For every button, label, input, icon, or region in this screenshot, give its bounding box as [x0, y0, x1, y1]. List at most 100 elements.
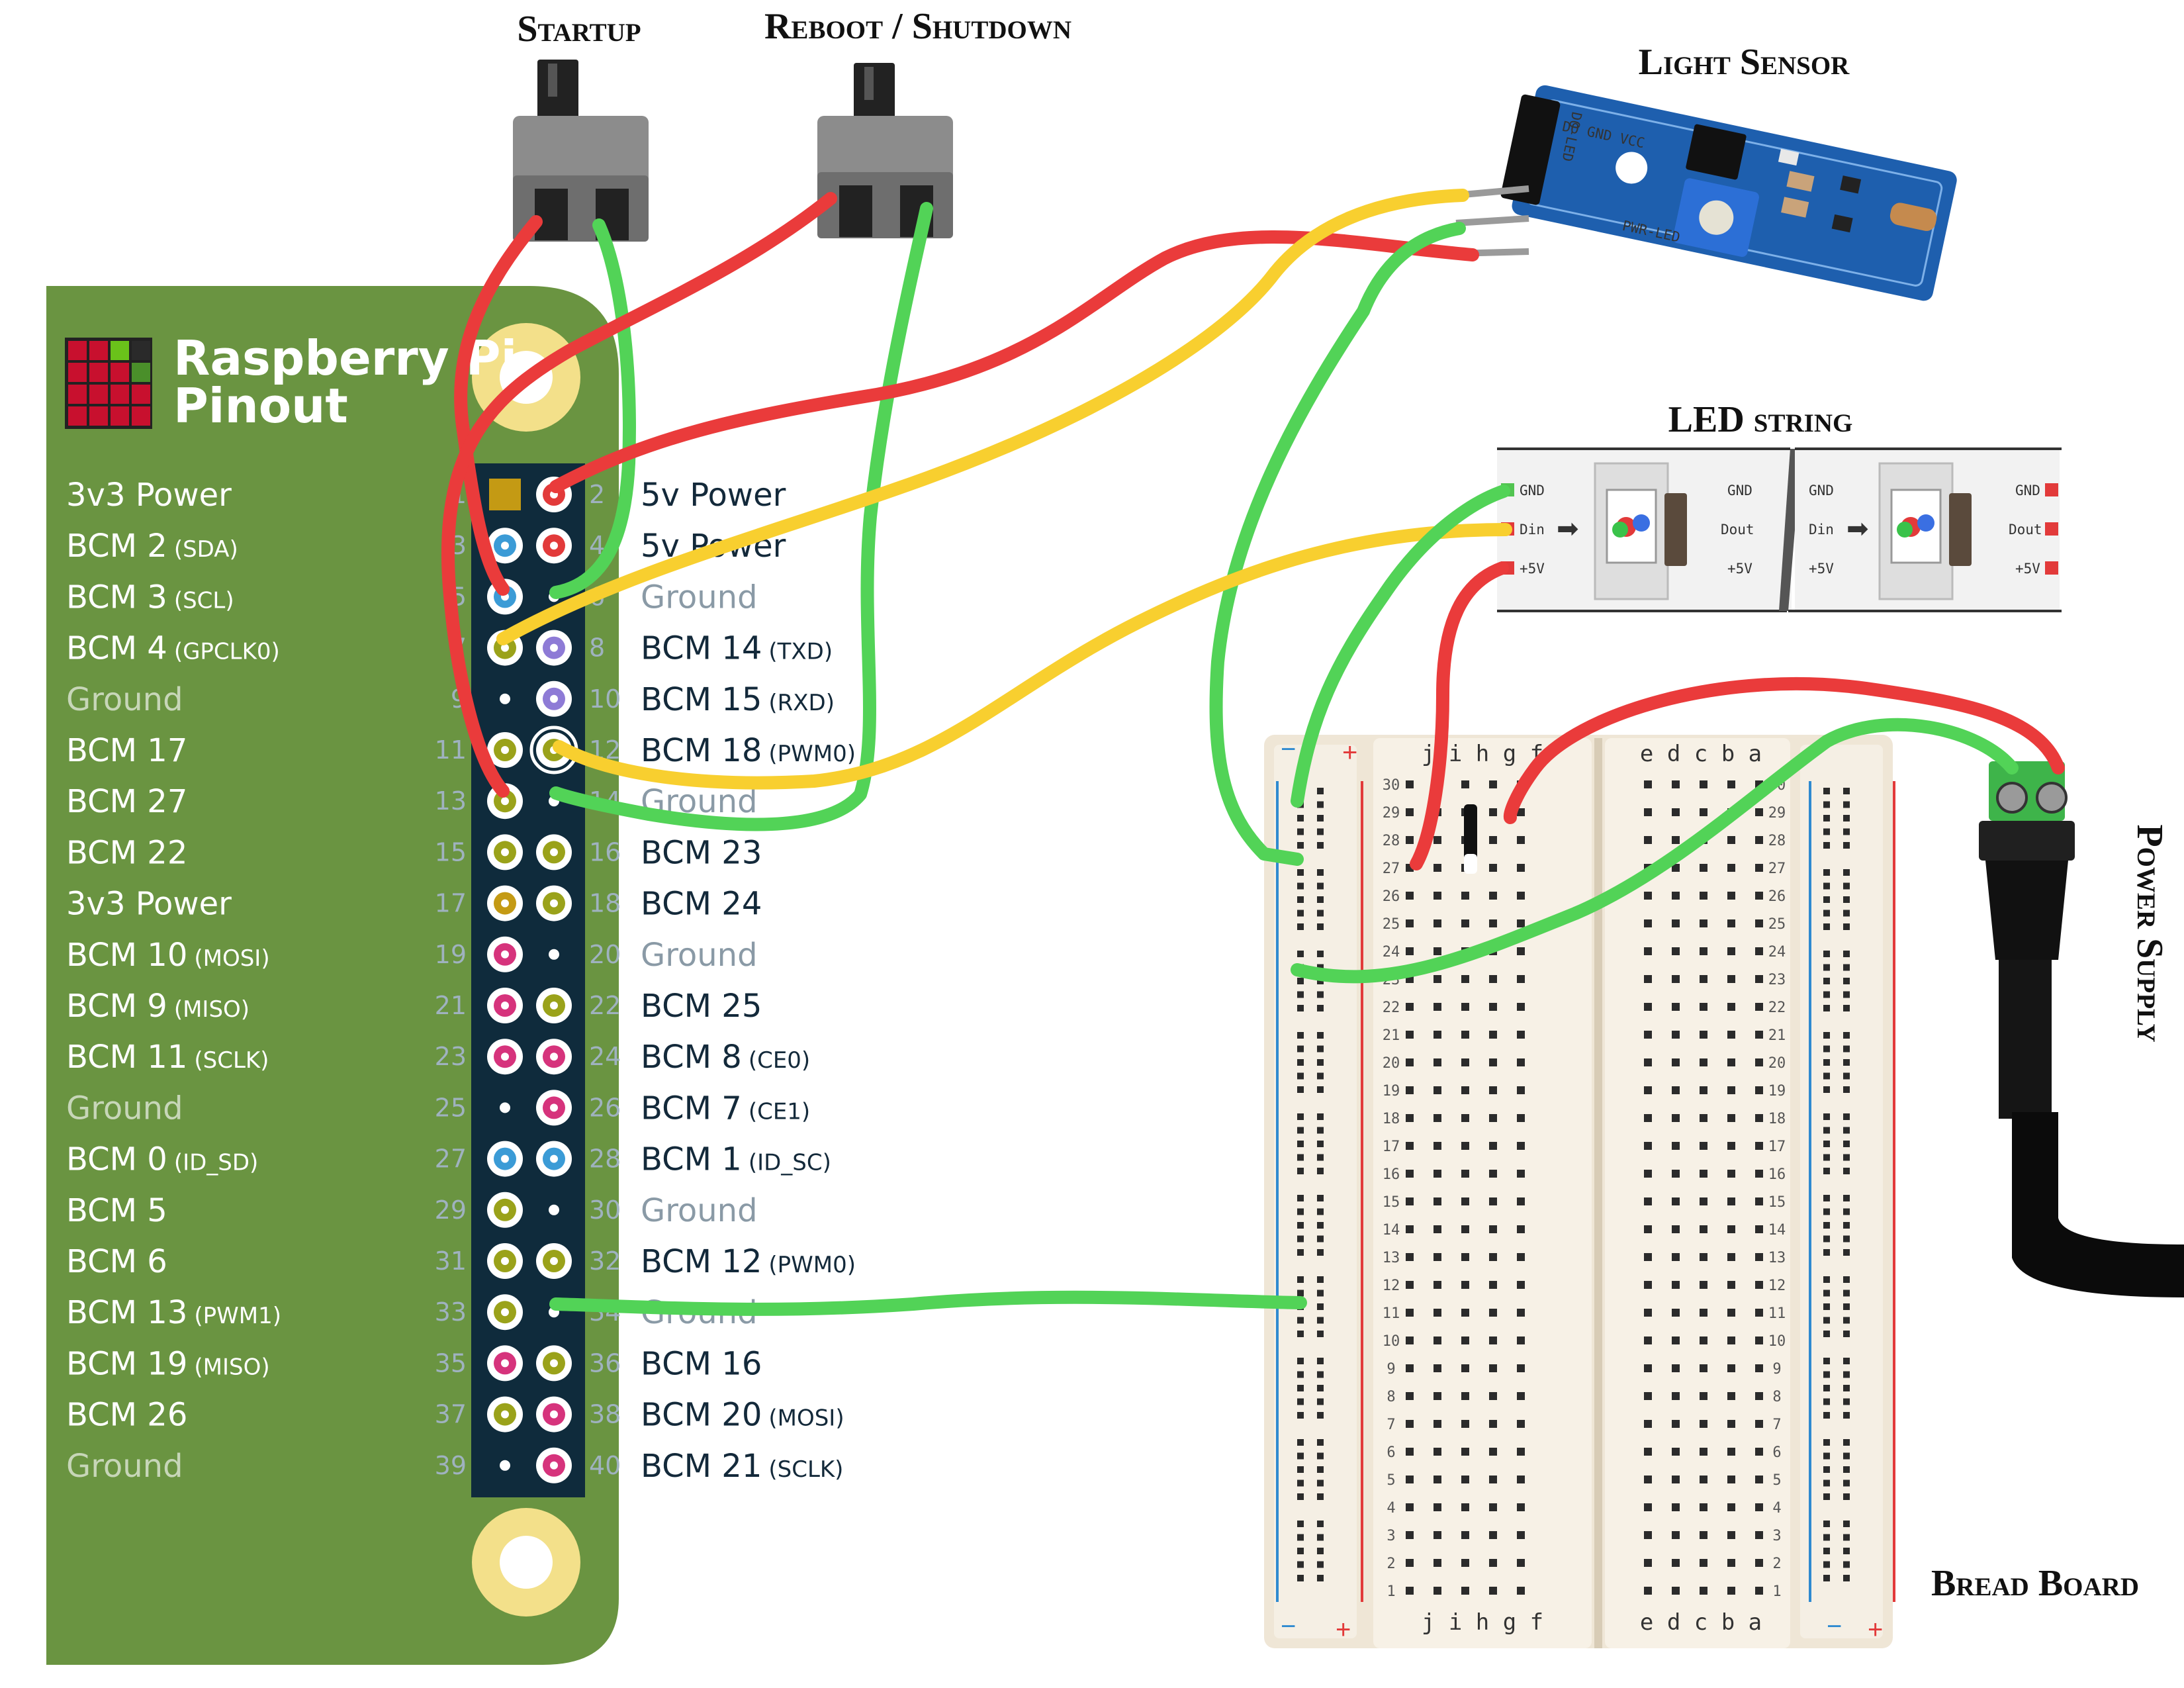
led2-din: Din	[1809, 522, 1834, 538]
svg-text:13: 13	[1768, 1250, 1786, 1266]
pin-label-26: BCM 7(CE1)	[641, 1090, 810, 1127]
led-strip: GND Din +5V ➡ GND Dout +5V GND Din +5V ➡…	[1497, 447, 2062, 612]
pin-label-40: BCM 21(SCLK)	[641, 1448, 843, 1485]
pin-label-36: BCM 16	[641, 1345, 762, 1382]
led-string-title: LED string	[1668, 399, 1853, 440]
svg-text:14: 14	[1383, 1222, 1400, 1239]
svg-text:14: 14	[1768, 1222, 1786, 1239]
pin-number-2: 2	[589, 480, 605, 509]
led-5v-in: +5V	[1520, 561, 1545, 577]
pin-label-25: Ground	[66, 1090, 183, 1127]
light-sensor-title: Light Sensor	[1639, 42, 1850, 83]
svg-text:8: 8	[1387, 1389, 1395, 1405]
led2-dout: Dout	[2009, 522, 2042, 538]
led2-gnd-out: GND	[2015, 483, 2040, 498]
pin-number-22: 22	[589, 991, 621, 1020]
svg-text:21: 21	[1768, 1027, 1786, 1044]
pin-number-16: 16	[589, 837, 621, 867]
rail-minus-bottom-left: −	[1281, 1612, 1296, 1641]
letters-top-right: e d c b a	[1640, 741, 1762, 767]
svg-text:12: 12	[1768, 1278, 1786, 1294]
svg-text:6: 6	[1772, 1444, 1781, 1461]
pin-label-39: Ground	[66, 1448, 183, 1485]
pin-number-29: 29	[435, 1196, 467, 1225]
arrow-icon: ➡	[1557, 514, 1579, 543]
gpio-pin-30	[549, 1204, 559, 1215]
pin-label-24: BCM 8(CE0)	[641, 1039, 810, 1076]
pin-number-21: 21	[435, 991, 467, 1020]
svg-text:9: 9	[1387, 1361, 1395, 1378]
breadboard-holes	[1297, 780, 1850, 1595]
reboot-shutdown-button	[817, 63, 953, 238]
wires	[441, 189, 2065, 1316]
pin-label-6: Ground	[641, 579, 758, 616]
pin-label-38: BCM 20(MOSI)	[641, 1397, 844, 1434]
pin-number-32: 32	[589, 1246, 621, 1276]
svg-text:28: 28	[1768, 833, 1786, 849]
pin-label-16: BCM 23	[641, 834, 762, 871]
wire-led-red	[1410, 561, 1509, 870]
svg-text:18: 18	[1768, 1111, 1786, 1127]
pin-label-29: BCM 5	[66, 1192, 167, 1229]
svg-text:29: 29	[1383, 805, 1400, 821]
rail-plus-bottom-right: +	[1868, 1615, 1883, 1644]
svg-text:1: 1	[1772, 1583, 1781, 1600]
wire-startup-red	[454, 215, 543, 596]
wire-psu-green	[1291, 718, 2019, 984]
pin-label-37: BCM 26	[66, 1397, 187, 1434]
pin-number-40: 40	[589, 1451, 621, 1480]
pin-label-10: BCM 15(RXD)	[641, 681, 835, 718]
pin-number-39: 39	[435, 1451, 467, 1480]
pin-label-28: BCM 1(ID_SC)	[641, 1141, 831, 1178]
pin-number-33: 33	[435, 1297, 467, 1327]
pin-label-31: BCM 6	[66, 1243, 167, 1280]
pin-label-2: 5v Power	[641, 477, 786, 514]
led2-5v-out: +5V	[2015, 561, 2040, 577]
gpio-pin-9	[500, 693, 510, 704]
breadboard: + − + − + − j i h g f e d c b a j i h g …	[1264, 735, 1895, 1648]
rail-plus-top-left: +	[1342, 738, 1357, 767]
wire-psu-red	[1503, 677, 2065, 824]
svg-text:18: 18	[1383, 1111, 1400, 1127]
pin-label-17: 3v3 Power	[66, 886, 232, 923]
pin-number-26: 26	[589, 1093, 621, 1122]
svg-text:15: 15	[1383, 1194, 1400, 1211]
pin-label-15: BCM 22	[66, 834, 187, 871]
wire-ground-pin34	[549, 1290, 1307, 1316]
svg-text:1: 1	[1387, 1583, 1395, 1600]
light-sensor-module: DO-LED DO GND VCC PWR-LED	[1455, 85, 1957, 301]
pin-number-19: 19	[435, 940, 467, 969]
startup-button	[513, 60, 649, 242]
svg-text:26: 26	[1768, 888, 1786, 905]
svg-text:9: 9	[1772, 1361, 1781, 1378]
svg-text:10: 10	[1768, 1333, 1786, 1350]
led-gnd-out: GND	[1727, 483, 1752, 498]
svg-text:11: 11	[1768, 1305, 1786, 1322]
svg-text:13: 13	[1383, 1250, 1400, 1266]
led-dout: Dout	[1721, 522, 1754, 538]
svg-text:6: 6	[1387, 1444, 1395, 1461]
pin-number-18: 18	[589, 889, 621, 918]
letters-bottom-left: j i h g f	[1422, 1609, 1543, 1636]
raspberry-pi-logo-icon	[65, 338, 152, 429]
svg-text:20: 20	[1768, 1055, 1786, 1072]
svg-text:17: 17	[1383, 1139, 1400, 1155]
wire-reboot-green	[549, 202, 933, 831]
gpio-pin-20	[549, 949, 559, 960]
svg-text:22: 22	[1383, 1000, 1400, 1016]
svg-text:7: 7	[1387, 1417, 1395, 1433]
pin-number-8: 8	[589, 633, 605, 663]
wire-led-green	[1291, 485, 1510, 808]
gpio-pin-39	[500, 1460, 510, 1471]
svg-text:11: 11	[1383, 1305, 1400, 1322]
pin-number-23: 23	[435, 1042, 467, 1071]
svg-text:16: 16	[1768, 1166, 1786, 1183]
svg-text:25: 25	[1383, 916, 1400, 933]
svg-text:15: 15	[1768, 1194, 1786, 1211]
letters-bottom-right: e d c b a	[1640, 1609, 1762, 1636]
gpio-pin-25	[500, 1102, 510, 1113]
svg-text:2: 2	[1772, 1556, 1781, 1572]
svg-text:24: 24	[1768, 944, 1786, 961]
pin-label-18: BCM 24	[641, 886, 762, 923]
wire-led-yellow	[553, 523, 1512, 790]
